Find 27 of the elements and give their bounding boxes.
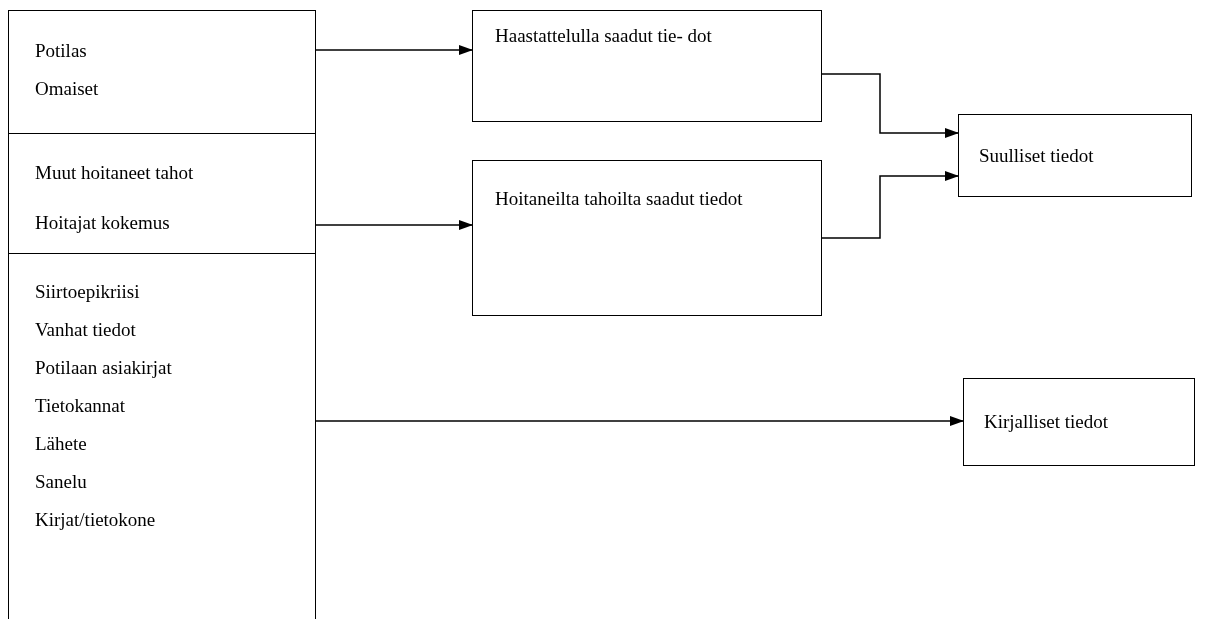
box-label: Kirjalliset tiedot: [984, 410, 1108, 434]
list-item: Muut hoitaneet tahot: [35, 161, 195, 185]
list-item: Potilas: [35, 39, 88, 63]
list-item: Lähete: [35, 432, 88, 456]
arrow: [821, 73, 959, 138]
list-item: Hoitajat kokemus: [35, 211, 171, 235]
arrow: [315, 220, 473, 230]
info-box: [472, 160, 822, 316]
box-label: Hoitaneilta tahoilta saadut tiedot: [495, 187, 744, 211]
list-item: Vanhat tiedot: [35, 318, 137, 342]
box-label: Suulliset tiedot: [979, 143, 1094, 168]
arrow: [821, 171, 959, 239]
arrow: [315, 416, 964, 426]
box-label: Haastattelulla saadut tie- dot: [495, 24, 713, 48]
list-item: Sanelu: [35, 470, 88, 494]
list-item: Omaiset: [35, 77, 100, 101]
info-box: [958, 114, 1192, 197]
list-item: Tietokannat: [35, 394, 127, 418]
list-item: Potilaan asiakirjat: [35, 356, 173, 380]
list-item: Siirtoepikriisi: [35, 280, 141, 304]
list-item: Kirjat/tietokone: [35, 508, 157, 532]
source-list-section: [8, 10, 316, 133]
arrow: [315, 45, 473, 55]
source-list-section: [8, 133, 316, 253]
info-box: [472, 10, 822, 122]
info-box: [963, 378, 1195, 466]
source-list-section: [8, 253, 316, 619]
